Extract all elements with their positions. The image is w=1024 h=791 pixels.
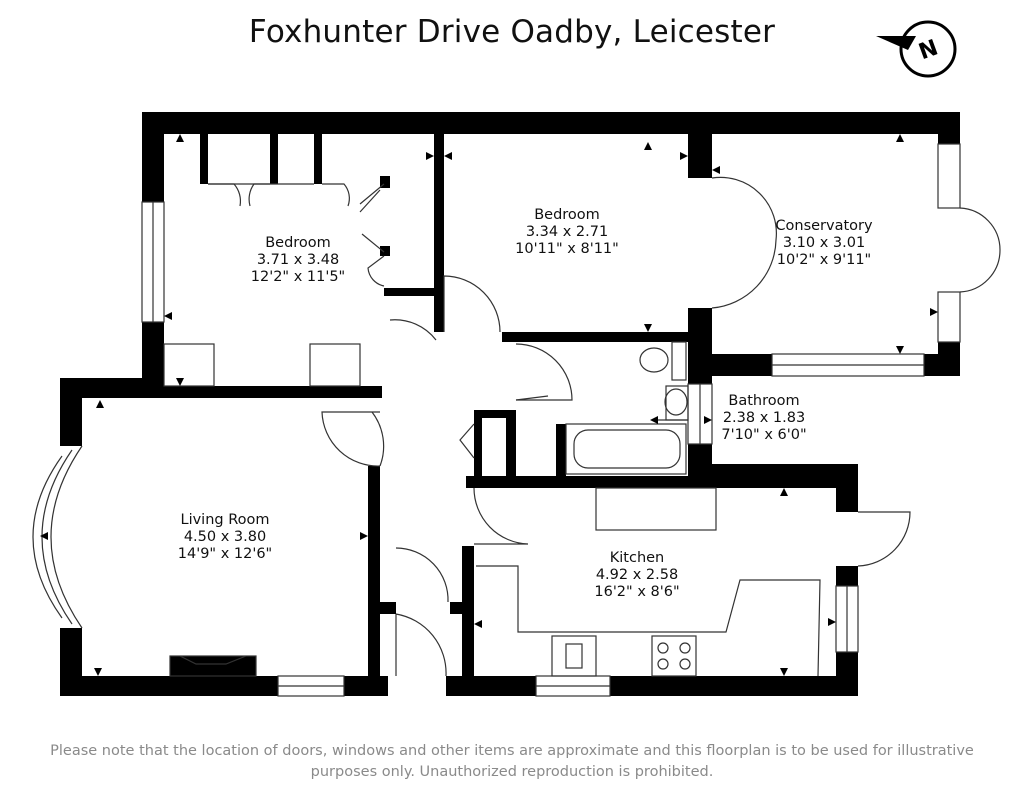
walls [60, 112, 960, 696]
room-imperial: 10'2" x 9'11" [776, 252, 872, 268]
room-name: Conservatory [775, 218, 873, 234]
room-label-bedroom-2: Bedroom 3.34 x 2.71 10'11" x 8'11" [497, 207, 637, 258]
room-metric: 4.92 x 2.58 [595, 567, 679, 583]
disclaimer-line-2: purposes only. Unauthorized reproduction… [310, 764, 714, 780]
room-imperial: 16'2" x 8'6" [594, 584, 680, 600]
room-name: Bathroom [728, 393, 800, 409]
room-name: Bedroom [534, 207, 600, 223]
disclaimer-line-1: Please note that the location of doors, … [50, 743, 974, 759]
room-name: Living Room [180, 512, 270, 528]
north-compass-icon: N [876, 20, 957, 78]
room-label-living-room: Living Room 4.50 x 3.80 14'9" x 12'6" [155, 512, 295, 563]
room-imperial: 14'9" x 12'6" [177, 546, 273, 562]
room-name: Bedroom [265, 235, 331, 251]
room-name: Kitchen [609, 550, 665, 566]
room-metric: 3.71 x 3.48 [256, 252, 340, 268]
room-imperial: 10'11" x 8'11" [515, 241, 619, 257]
room-imperial: 7'10" x 6'0" [721, 427, 807, 443]
room-metric: 3.10 x 3.01 [782, 235, 866, 251]
room-label-bathroom: Bathroom 2.38 x 1.83 7'10" x 6'0" [694, 393, 834, 444]
room-label-bedroom-1: Bedroom 3.71 x 3.48 12'2" x 11'5" [228, 235, 368, 286]
room-metric: 3.34 x 2.71 [525, 224, 609, 240]
page-title: Foxhunter Drive Oadby, Leicester [248, 14, 776, 50]
room-label-kitchen: Kitchen 4.92 x 2.58 16'2" x 8'6" [567, 550, 707, 601]
room-label-conservatory: Conservatory 3.10 x 3.01 10'2" x 9'11" [754, 218, 894, 269]
room-imperial: 12'2" x 11'5" [250, 269, 346, 285]
room-metric: 4.50 x 3.80 [183, 529, 267, 545]
dimension-arrows [40, 134, 938, 676]
wall-details [32, 143, 1001, 697]
room-metric: 2.38 x 1.83 [722, 410, 806, 426]
disclaimer: Please note that the location of doors, … [0, 741, 1024, 783]
